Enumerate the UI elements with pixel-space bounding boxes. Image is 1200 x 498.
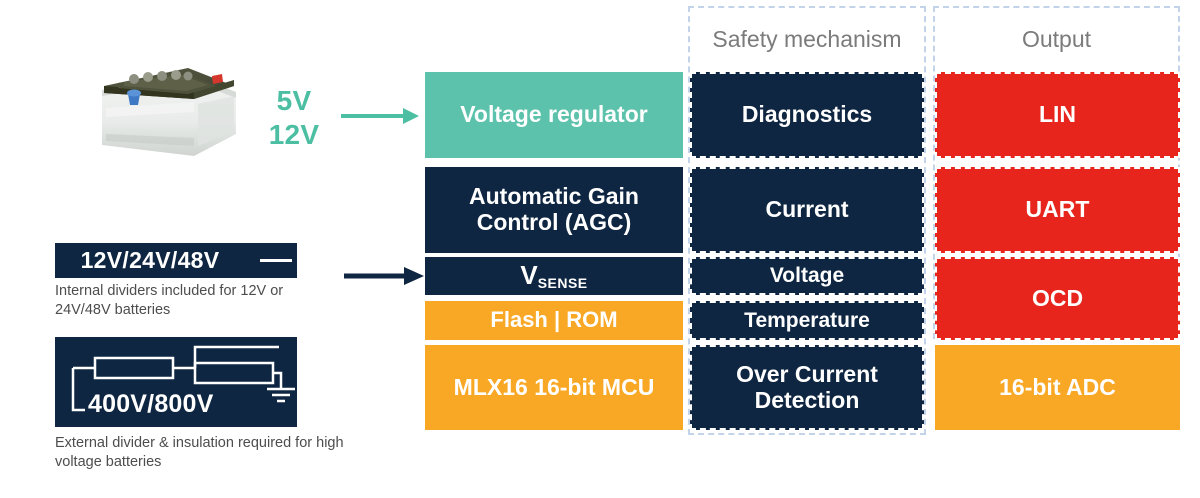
safety-block-current[interactable]: Current (690, 167, 924, 253)
voltage-box-400v-caption: External divider & insulation required f… (55, 435, 344, 470)
battery-line-icon (260, 259, 292, 262)
voltage-box-400v-800v: 400V/800V (55, 337, 297, 427)
safety-block-diagnostics[interactable]: Diagnostics (690, 72, 924, 158)
output-block-16bit-adc[interactable]: 16-bit ADC (935, 345, 1180, 430)
sense-arrow-icon (344, 264, 424, 288)
safety-column-header: Safety mechanism (712, 26, 902, 52)
output-column-header: Output (1021, 26, 1092, 52)
supply-arrow-icon (341, 104, 419, 128)
vsense-main-label: V (520, 260, 538, 291)
input-voltage-labels: 5V 12V (258, 84, 330, 152)
voltage-box-12v-label: 12V/24V/48V (80, 247, 220, 273)
block-automatic-gain-control[interactable]: Automatic Gain Control (AGC) (425, 167, 683, 253)
voltage-box-12v-24v-48v: 12V/24V/48V (55, 243, 297, 278)
input-voltage-12v: 12V (268, 119, 320, 150)
voltage-box-400v-label: 400V/800V (88, 389, 214, 418)
block-mlx16-mcu[interactable]: MLX16 16-bit MCU (425, 345, 683, 430)
output-block-lin[interactable]: LIN (935, 72, 1180, 158)
input-voltage-5v: 5V (276, 85, 312, 116)
block-flash-rom[interactable]: Flash | ROM (425, 301, 683, 340)
output-block-ocd[interactable]: OCD (935, 257, 1180, 340)
vsense-subscript-label: SENSE (537, 275, 588, 292)
block-vsense[interactable]: VSENSE (425, 257, 683, 295)
resistor-divider-ground-icon (71, 345, 295, 412)
safety-block-over-current-detection[interactable]: Over Current Detection (690, 345, 924, 430)
output-block-uart[interactable]: UART (935, 167, 1180, 253)
safety-block-temperature[interactable]: Temperature (690, 301, 924, 340)
voltage-box-12v-caption: Internal dividers included for 12V or 24… (55, 283, 284, 318)
block-voltage-regulator[interactable]: Voltage regulator (425, 72, 683, 158)
safety-block-voltage[interactable]: Voltage (690, 257, 924, 295)
car-battery-image (76, 46, 254, 170)
